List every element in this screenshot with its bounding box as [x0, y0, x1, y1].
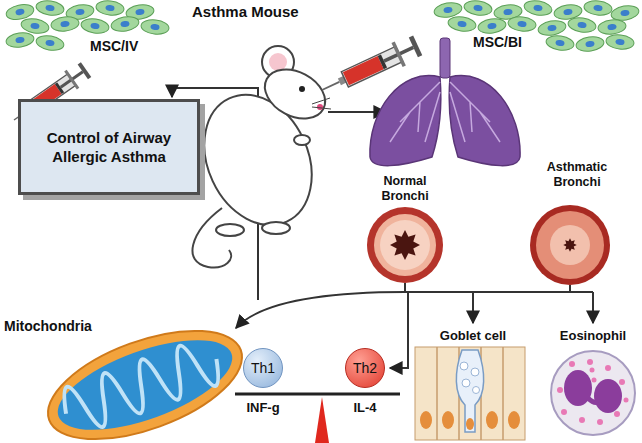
stem-cells [433, 0, 640, 53]
balance-beam [235, 393, 400, 396]
outcome-box: Control of Airway Allergic Asthma [18, 99, 200, 195]
node-text: Control of Airway Allergic Asthma [29, 128, 189, 167]
stem-cells [5, 0, 170, 52]
node-text: Th2 [353, 360, 377, 376]
balance-pivot [315, 397, 329, 443]
th2-circle: Th2 [345, 348, 385, 388]
th1-circle: Th1 [243, 348, 283, 388]
normal-bronchus [367, 207, 443, 283]
structure-label: Normal Bronchi [365, 174, 445, 204]
eosinophil-figure [551, 351, 635, 435]
lungs-figure [370, 38, 520, 166]
cell-label: Goblet cell [418, 328, 528, 344]
cell-label: Eosinophil [548, 328, 638, 344]
injection-label: MSC/IV [90, 38, 138, 55]
cytokine-label: IL-4 [335, 400, 395, 416]
title-label: Asthma Mouse [192, 3, 299, 21]
organelle-label: Mitochondria [4, 318, 92, 335]
injection-label: MSC/BI [473, 34, 522, 51]
cytokine-label: INF-g [233, 400, 293, 416]
goblet-figure [415, 347, 525, 440]
structure-label: Asthmatic Bronchi [537, 160, 617, 190]
asthmatic-bronchus [530, 205, 610, 285]
mouse-figure [184, 46, 334, 268]
flow-arrow [328, 111, 386, 113]
node-text: Th1 [251, 360, 275, 376]
